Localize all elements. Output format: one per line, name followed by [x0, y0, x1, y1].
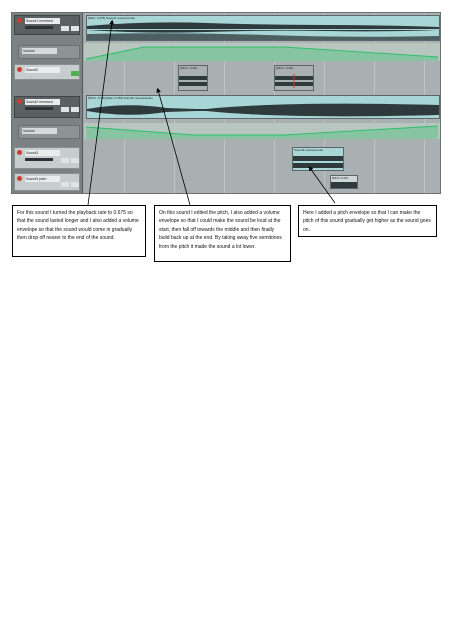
- solo-button[interactable]: [71, 26, 79, 31]
- track-header-sound3-pitch[interactable]: Sound3 pitch: [14, 173, 80, 191]
- waveform: [275, 74, 313, 88]
- waveform: [331, 182, 357, 188]
- track-name[interactable]: Sound2: [25, 67, 60, 73]
- track-header-sound2[interactable]: Sound2: [14, 64, 80, 80]
- track-name[interactable]: Sound2 reversed: [25, 99, 60, 105]
- solo-button[interactable]: [71, 182, 79, 187]
- envelope-header-volume-2[interactable]: Volume: [18, 125, 80, 139]
- callout-text: Here I added a pitch envelope so that I …: [303, 210, 431, 233]
- waveform: [87, 22, 439, 40]
- arrange-view[interactable]: [Rate: 0.675] Sound1 reversed.wav [Pitch…: [84, 13, 440, 193]
- daw-screenshot: Sound1 reversed Volume Sound2 Sound2 rev…: [11, 12, 441, 194]
- mute-button[interactable]: [61, 26, 69, 31]
- active-button[interactable]: [71, 71, 79, 76]
- record-arm-icon[interactable]: [17, 18, 22, 23]
- record-arm-icon[interactable]: [17, 176, 22, 181]
- item-label: Sound3 reversed.wav: [294, 148, 324, 152]
- volume-slider[interactable]: [25, 158, 53, 161]
- waveform: [179, 76, 207, 86]
- item-label: [Pitch: 2.00]: [332, 176, 348, 180]
- track-name[interactable]: Sound3 pitch: [25, 176, 60, 182]
- item-label: [Pitch: -5.00]: [180, 66, 197, 70]
- audio-item-sound2-reversed[interactable]: [Pitch: -5.00] [Rate: 0.765] Sound2 reve…: [86, 95, 440, 119]
- volume-slider[interactable]: [25, 107, 53, 110]
- track-header-sound3[interactable]: Sound3: [14, 147, 80, 169]
- callout-playback-rate: For this sound I turned the playback rat…: [12, 205, 146, 257]
- item-label: [Pitch: -5.00] [Rate: 0.765] Sound2 reve…: [88, 96, 153, 100]
- envelope-name: Volume: [22, 128, 57, 134]
- track-control-panel: Sound1 reversed Volume Sound2 Sound2 rev…: [12, 13, 83, 193]
- audio-item-sound3-pitch[interactable]: [Pitch: 2.00]: [330, 175, 358, 189]
- volume-slider[interactable]: [25, 26, 53, 29]
- item-label: [Pitch: -5.00]: [276, 66, 293, 70]
- record-arm-icon[interactable]: [17, 150, 22, 155]
- callout-text: On this sound I edited the pitch, I also…: [159, 210, 282, 250]
- mute-button[interactable]: [61, 158, 69, 163]
- audio-item-sound2-a[interactable]: [Pitch: -5.00]: [178, 65, 208, 91]
- track-name[interactable]: Sound3: [25, 150, 60, 156]
- callout-pitch-envelope: Here I added a pitch envelope so that I …: [298, 205, 437, 237]
- waveform: [87, 103, 439, 117]
- envelope-name: Volume: [22, 48, 57, 54]
- waveform: [293, 156, 343, 168]
- callout-pitch-volume: On this sound I edited the pitch, I also…: [154, 205, 291, 262]
- volume-envelope[interactable]: [84, 43, 440, 61]
- volume-envelope[interactable]: [84, 123, 440, 139]
- callout-text: For this sound I turned the playback rat…: [17, 210, 139, 242]
- track-name[interactable]: Sound1 reversed: [25, 18, 60, 24]
- volume-envelope-lane[interactable]: [84, 43, 440, 61]
- record-arm-icon[interactable]: [17, 67, 22, 72]
- mute-button[interactable]: [61, 182, 69, 187]
- track-header-sound2-reversed[interactable]: Sound2 reversed: [14, 96, 80, 118]
- solo-button[interactable]: [71, 107, 79, 112]
- audio-item-sound2-b[interactable]: [Pitch: -5.00]: [274, 65, 314, 91]
- volume-envelope-lane-2[interactable]: [84, 123, 440, 139]
- solo-button[interactable]: [71, 158, 79, 163]
- track-header-sound1[interactable]: Sound1 reversed: [14, 15, 80, 35]
- audio-item-sound3[interactable]: Sound3 reversed.wav: [292, 147, 344, 171]
- item-label: [Rate: 0.675] Sound1 reversed.wav: [88, 16, 136, 20]
- record-arm-icon[interactable]: [17, 99, 22, 104]
- mute-button[interactable]: [61, 107, 69, 112]
- audio-item-sound1-reversed[interactable]: [Rate: 0.675] Sound1 reversed.wav: [86, 15, 440, 41]
- envelope-header-volume[interactable]: Volume: [18, 45, 80, 59]
